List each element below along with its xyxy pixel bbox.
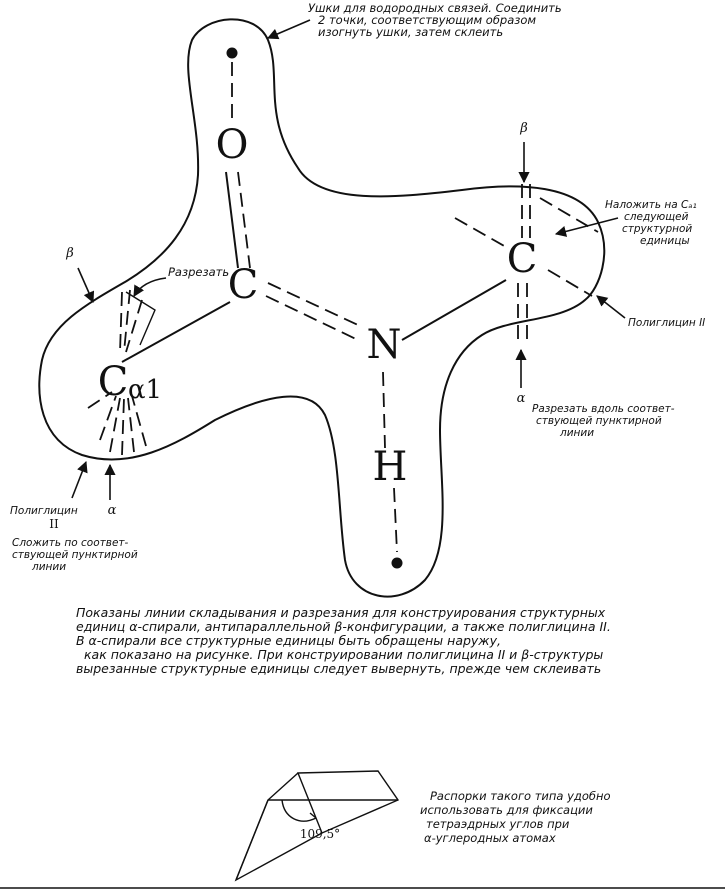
note-hooks: Ушки для водородных связей. Соединить 2 …	[308, 1, 565, 39]
note-polyglycine-left-num: II	[49, 517, 59, 531]
atom-nitrogen: N	[367, 322, 402, 368]
fold-line-right-lower	[547, 269, 593, 297]
arrow-beta-left	[77, 267, 95, 304]
structural-unit-outline	[38, 18, 606, 598]
fold-line-c-n-1	[267, 282, 361, 327]
fold-line-calpha-7	[121, 397, 125, 456]
fold-line-n-h	[382, 371, 386, 449]
arrow-polyglycine-right	[596, 295, 626, 319]
fold-line-calpha-9	[131, 395, 147, 447]
cut-flap	[125, 291, 156, 346]
figure-caption: Показаны линии складывания и разрезания …	[76, 605, 615, 676]
arrow-overlay	[554, 217, 619, 237]
hook-dot-bottom	[391, 557, 403, 569]
note-cut-along: Разрезать вдоль соответ- ствующей пункти…	[532, 403, 678, 439]
fold-line-calpha-8	[127, 397, 135, 453]
bond-n-c-right	[401, 279, 507, 341]
note-fold-left: Сложить по соответ- ствующей пунктирной …	[12, 537, 141, 573]
label-alpha-right: α	[517, 391, 526, 406]
note-polyglycine-right: Полиглицин II	[628, 317, 705, 329]
atom-carbon-right: C	[507, 236, 538, 282]
arrow-cut	[133, 277, 167, 297]
spacer-angle-label: 109,5°	[300, 827, 340, 841]
bond-c-o-2	[237, 171, 251, 269]
fold-line-calpha-2	[123, 289, 131, 353]
fold-line-calpha-6	[109, 397, 121, 453]
bond-c-o-1	[225, 171, 239, 269]
atom-hydrogen: H	[373, 444, 408, 490]
fold-line-calpha-5	[99, 395, 117, 441]
fold-line-calpha-3	[125, 299, 143, 353]
note-polyglycine-left: Полиглицин	[10, 505, 78, 517]
atom-c-alpha: C	[98, 359, 129, 405]
note-overlay: Наложить на Cₐ₁ следующей структурной ед…	[605, 199, 700, 247]
fold-line-calpha-4	[87, 391, 113, 409]
fold-line-c-n-2	[265, 295, 359, 341]
fold-line-right-upper	[454, 217, 507, 248]
arrow-polyglycine-left	[71, 460, 88, 499]
fold-line-h-hook	[393, 487, 398, 553]
label-alpha-left: α	[108, 503, 117, 518]
fold-line-right-top-edge	[539, 197, 599, 233]
note-cut: Разрезать	[168, 265, 229, 279]
hook-dot-top	[226, 47, 238, 59]
note-spacer: Распорки такого типа удобно использовать…	[420, 789, 614, 845]
atom-carbonyl-carbon: C	[228, 262, 259, 308]
atom-oxygen: O	[216, 122, 249, 168]
fold-line-calpha-1	[119, 291, 123, 353]
label-beta-right: β	[519, 121, 528, 136]
bond-calpha-c	[121, 301, 231, 363]
atom-c-alpha-subscript: α1	[128, 375, 162, 405]
spacer-drawing	[234, 770, 400, 882]
arrow-hooks	[266, 19, 311, 40]
label-beta-left: β	[65, 246, 74, 261]
